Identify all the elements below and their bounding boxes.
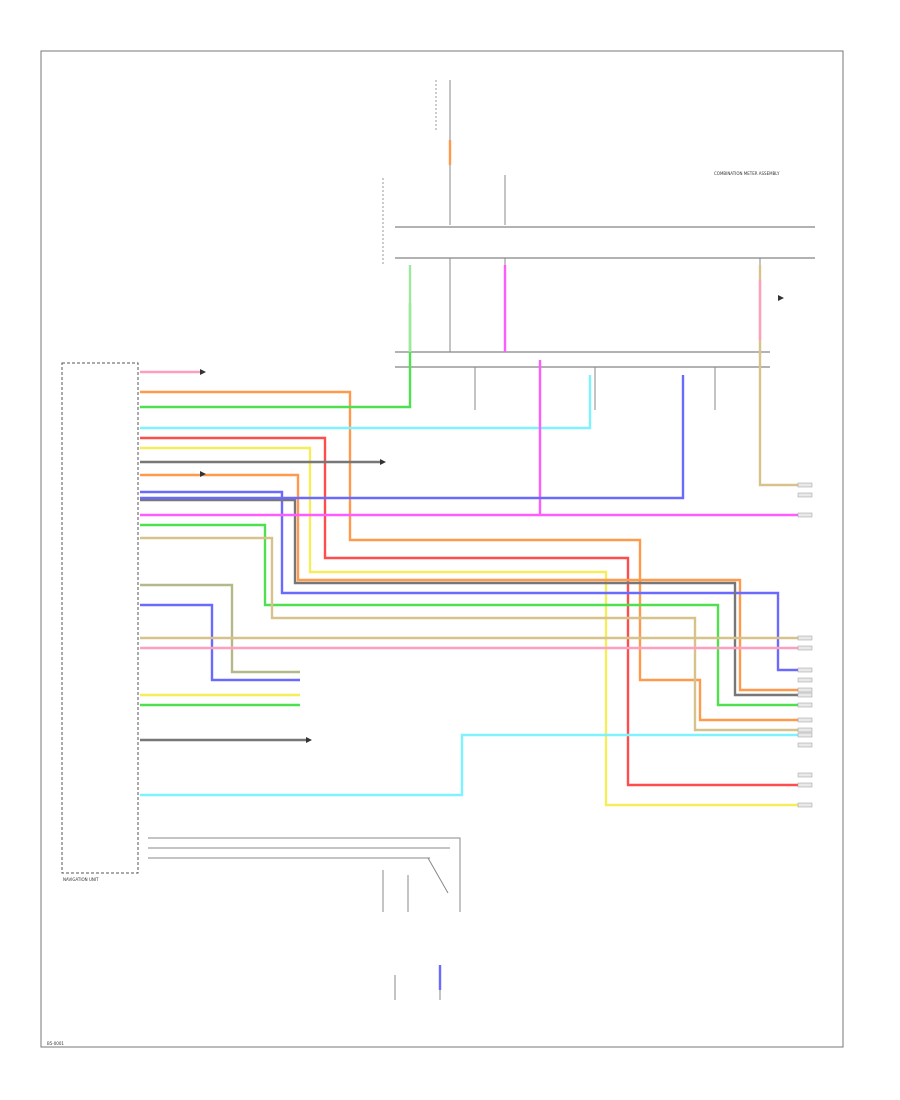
terminal-group [797, 482, 813, 808]
arrow-marker [778, 295, 784, 301]
navigation-unit-box [61, 362, 139, 874]
arrows [200, 295, 784, 743]
terminal-stub [797, 702, 813, 708]
wire-cyan [140, 733, 800, 797]
terminal-stub [797, 482, 813, 488]
terminal-stub [797, 742, 813, 748]
header-note: COMBINATION METER ASSEMBLY [714, 171, 780, 176]
wire-olive [140, 583, 300, 674]
arrow-marker [200, 471, 206, 477]
terminal-stub [797, 645, 813, 651]
terminal-stub [797, 782, 813, 788]
wire-group [140, 140, 800, 807]
terminal-stub [797, 802, 813, 808]
terminal-stub [797, 667, 813, 673]
terminal-stub [797, 692, 813, 698]
bus-verticals [449, 258, 761, 410]
terminal-stub [797, 677, 813, 683]
wire-cyan [140, 375, 592, 430]
wire-red [140, 436, 800, 787]
wire-tan [140, 536, 800, 732]
arrow-marker [380, 459, 386, 465]
arrow-marker [200, 369, 206, 375]
wire-blue [140, 375, 685, 500]
wire-yellow [140, 446, 800, 807]
wire-blue [140, 603, 300, 682]
wire-blue [140, 490, 800, 672]
diagram-frame [40, 50, 844, 1048]
terminal-stub [797, 772, 813, 778]
arrow-marker [306, 737, 312, 743]
terminal-stub [797, 492, 813, 498]
diagram-code: B5-0001 [47, 1041, 64, 1046]
wire-green [140, 523, 800, 707]
terminal-stub [797, 732, 813, 738]
bottom-switch-section [148, 837, 461, 1000]
terminal-stub [797, 727, 813, 733]
terminal-stub [797, 687, 813, 693]
wire-orange [140, 473, 800, 692]
wire-gray [140, 498, 800, 697]
navigation-unit-label: NAVIGATION UNIT [63, 877, 99, 882]
terminal-stub [797, 512, 813, 518]
terminal-stub [797, 635, 813, 641]
top-power-column [382, 80, 506, 265]
terminal-stub [797, 717, 813, 723]
wire-orange [140, 390, 800, 722]
